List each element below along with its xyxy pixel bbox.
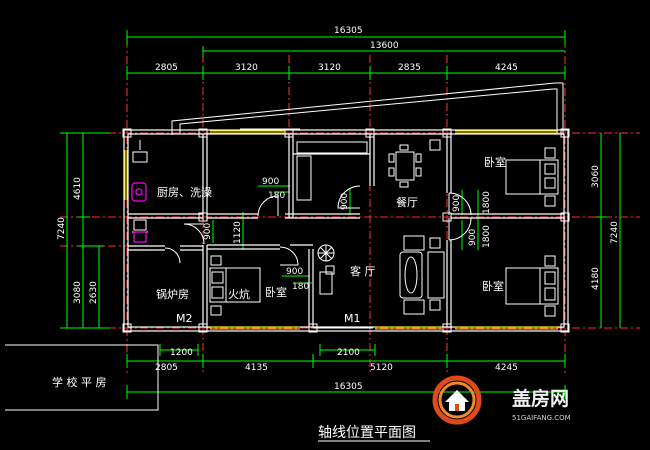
site-logo: 盖房网 51GAIFANG.COM	[432, 375, 571, 425]
page-title: 轴线位置平面图	[318, 425, 416, 441]
dim-top-seg-4: 2835	[398, 63, 421, 73]
logo-url: 51GAIFANG.COM	[512, 414, 571, 422]
house-logo-icon	[432, 375, 482, 425]
dim-top-seg-2: 3120	[235, 63, 258, 73]
dim-top-seg-3: 3120	[318, 63, 341, 73]
dim-int-900-d: 900	[286, 267, 303, 277]
dim-int-900-c: 900	[203, 223, 213, 240]
logo-name: 盖房网	[512, 387, 569, 410]
roof-outline	[171, 82, 564, 135]
dim-int-900-b: 900	[340, 193, 350, 210]
dim-right-seg-2: 4180	[591, 267, 601, 290]
dim-left-total: 7240	[57, 217, 67, 240]
walls	[123, 129, 569, 332]
label-m1: M1	[344, 312, 361, 325]
dim-bottom-total: 16305	[334, 382, 363, 392]
room-label-bedroom-bottom-right: 卧室	[482, 279, 504, 293]
room-label-living: 客 厅	[350, 264, 376, 278]
accent-marks	[131, 182, 147, 243]
furniture	[132, 139, 559, 317]
room-label-bedroom-top-right: 卧室	[484, 155, 506, 169]
room-label-kitchen: 厨房、洗澡	[157, 186, 212, 199]
dim-left-seg-2: 3080	[73, 281, 83, 304]
room-label-kang: 火炕	[228, 287, 250, 301]
dim-left-seg-1: 4610	[73, 177, 83, 200]
neighbor-building	[5, 344, 159, 411]
dim-top-seg-1: 2805	[155, 63, 178, 73]
room-label-dining: 餐厅	[396, 195, 418, 209]
dim-int-1800-a: 1800	[482, 191, 492, 214]
dim-int-1800-b: 1800	[482, 225, 492, 248]
dim-right-seg-1: 3060	[591, 165, 601, 188]
dim-bottom-seg-4: 4245	[495, 363, 518, 373]
dim-int-900-a: 900	[262, 177, 279, 187]
dim-bottom-inner-2: 2100	[337, 348, 360, 358]
dim-int-900-f: 900	[468, 229, 478, 246]
room-label-boiler: 锅炉房	[156, 288, 189, 301]
dim-int-1120: 1120	[233, 221, 243, 244]
dim-int-180-a: 180	[268, 191, 285, 201]
dim-top-inner: 13600	[370, 41, 399, 51]
dim-bottom-seg-3: 5120	[370, 363, 393, 373]
dim-top-seg-5: 4245	[495, 63, 518, 73]
dim-top-total: 16305	[334, 26, 363, 36]
room-label-bedroom-small: 卧室	[265, 285, 287, 299]
label-neighbor: 学 校 平 房	[52, 375, 107, 389]
dim-int-900-e: 900	[452, 195, 462, 212]
doors	[164, 185, 472, 329]
label-m2: M2	[176, 312, 193, 325]
dim-bottom-seg-1: 2805	[155, 363, 178, 373]
dimension-lines	[60, 30, 621, 399]
windows	[124, 130, 558, 330]
plant-icon	[317, 244, 335, 262]
dim-int-180-b: 180	[292, 282, 309, 292]
dim-bottom-inner-1: 1200	[170, 348, 193, 358]
dim-right-total: 7240	[610, 221, 620, 244]
columns	[122, 128, 570, 333]
dim-bottom-seg-2: 4135	[245, 363, 268, 373]
dim-left-inner: 2630	[89, 281, 99, 304]
